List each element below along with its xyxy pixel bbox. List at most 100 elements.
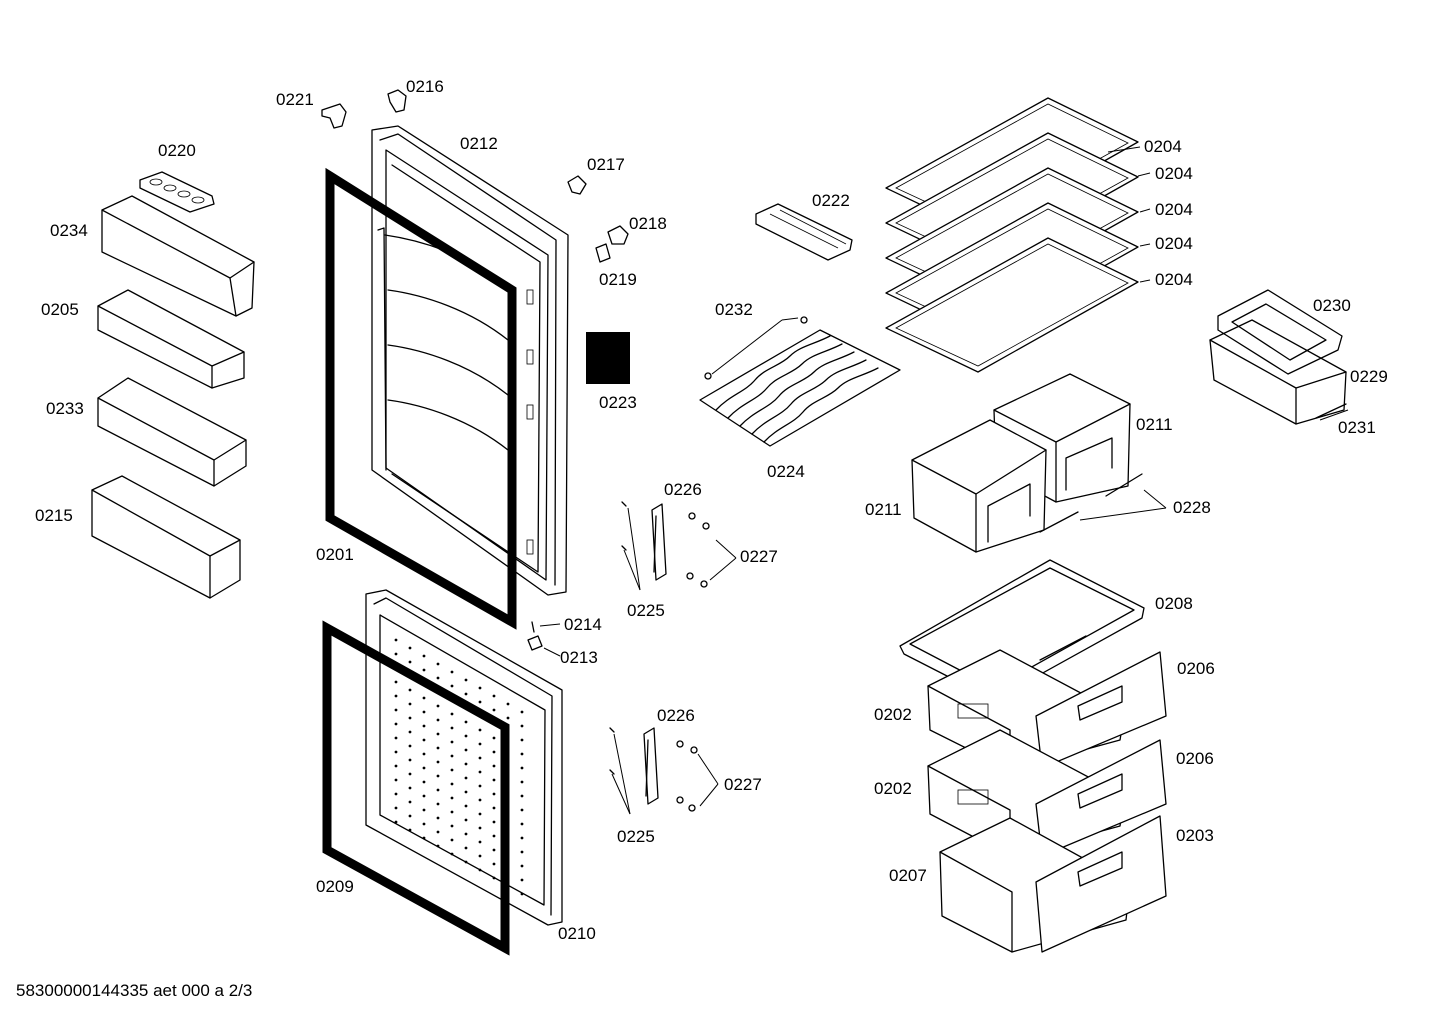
door-dot	[478, 784, 482, 788]
door-dot	[492, 834, 496, 838]
door-bin-0215	[91, 475, 241, 599]
door-dot	[506, 702, 510, 706]
door-bin-0234	[101, 195, 255, 317]
butter-box-0229-0230	[1209, 289, 1347, 425]
ice-tray-0222	[755, 203, 853, 261]
callout-0204-4: 0204	[1155, 234, 1193, 253]
door-dot	[394, 638, 398, 642]
door-bin-0205	[97, 289, 245, 389]
door-dot	[436, 746, 440, 750]
document-id: 58300000144335 aet 000 a 2/3	[16, 981, 253, 1000]
door-dot	[520, 864, 524, 868]
callout-0232: 0232	[715, 300, 753, 319]
callout-0216: 0216	[406, 77, 444, 96]
box-0211-left	[911, 419, 1047, 553]
door-dot	[520, 710, 524, 714]
rods-0228	[1039, 473, 1143, 533]
door-dot	[394, 806, 398, 810]
callout-0226-lower: 0226	[657, 706, 695, 725]
callout-0211-right: 0211	[1136, 415, 1173, 434]
door-dot	[464, 818, 468, 822]
door-dot	[422, 696, 426, 700]
door-dot	[450, 768, 454, 772]
door-dot	[450, 712, 454, 716]
door-dot	[492, 862, 496, 866]
door-dot	[492, 792, 496, 796]
door-dot	[436, 816, 440, 820]
door-dot	[492, 820, 496, 824]
callout-0228: 0228	[1173, 498, 1211, 517]
door-dot	[422, 724, 426, 728]
callout-0218: 0218	[629, 214, 667, 233]
leader-lines	[539, 146, 1349, 815]
door-dot	[450, 824, 454, 828]
door-dot	[520, 766, 524, 770]
door-dot	[408, 800, 412, 804]
door-dot	[436, 662, 440, 666]
lower-door-dot-pattern	[394, 638, 524, 896]
door-dot	[464, 748, 468, 752]
door-dot	[464, 860, 468, 864]
door-dot	[450, 754, 454, 758]
door-dot	[408, 744, 412, 748]
callout-0202-lower: 0202	[874, 779, 912, 798]
door-dot	[422, 654, 426, 658]
callout-0220: 0220	[158, 141, 196, 160]
door-dot	[422, 766, 426, 770]
door-dot	[394, 764, 398, 768]
callout-0204-5: 0204	[1155, 270, 1193, 289]
door-dot	[478, 868, 482, 872]
door-dot	[492, 806, 496, 810]
door-dot	[436, 774, 440, 778]
callout-0222: 0222	[812, 191, 850, 210]
door-dot	[436, 676, 440, 680]
drawer-0202-0206-upper	[927, 649, 1167, 771]
door-dot	[478, 826, 482, 830]
handle-0226-upper	[621, 501, 710, 588]
door-dot	[422, 794, 426, 798]
door-dot	[436, 732, 440, 736]
callout-0227-lower: 0227	[724, 775, 762, 794]
callout-0211-left: 0211	[865, 500, 902, 519]
drawer-0207-0203	[939, 815, 1167, 953]
door-dot	[464, 720, 468, 724]
door-dot	[464, 832, 468, 836]
callout-0214: 0214	[564, 615, 602, 634]
door-dot	[394, 820, 398, 824]
door-dot	[464, 790, 468, 794]
door-dot	[422, 822, 426, 826]
callout-0204-2: 0204	[1155, 164, 1193, 183]
door-dot	[408, 786, 412, 790]
door-dot	[394, 736, 398, 740]
door-dot	[422, 836, 426, 840]
door-dot	[464, 762, 468, 766]
egg-tray-0220	[139, 171, 215, 213]
door-dot	[394, 750, 398, 754]
door-dot	[450, 670, 454, 674]
callout-0234: 0234	[50, 221, 88, 240]
glass-shelves-0204	[885, 97, 1139, 373]
hinge-parts	[321, 89, 629, 651]
callout-0225-upper: 0225	[627, 601, 665, 620]
callout-0226-upper: 0226	[664, 480, 702, 499]
door-bin-0233	[97, 377, 247, 487]
door-dot	[436, 830, 440, 834]
door-dot	[408, 660, 412, 664]
upper-gasket-0201	[325, 167, 517, 630]
door-dot	[506, 716, 510, 720]
door-dot	[478, 742, 482, 746]
door-dot	[422, 808, 426, 812]
door-dot	[436, 788, 440, 792]
door-dot	[520, 780, 524, 784]
door-dot	[450, 852, 454, 856]
filter-0223	[586, 332, 630, 384]
callout-0206-upper: 0206	[1177, 659, 1215, 678]
door-dot	[408, 758, 412, 762]
door-dot	[436, 718, 440, 722]
door-dot	[520, 752, 524, 756]
door-dot	[520, 808, 524, 812]
callout-0219: 0219	[599, 270, 637, 289]
door-dot	[422, 738, 426, 742]
